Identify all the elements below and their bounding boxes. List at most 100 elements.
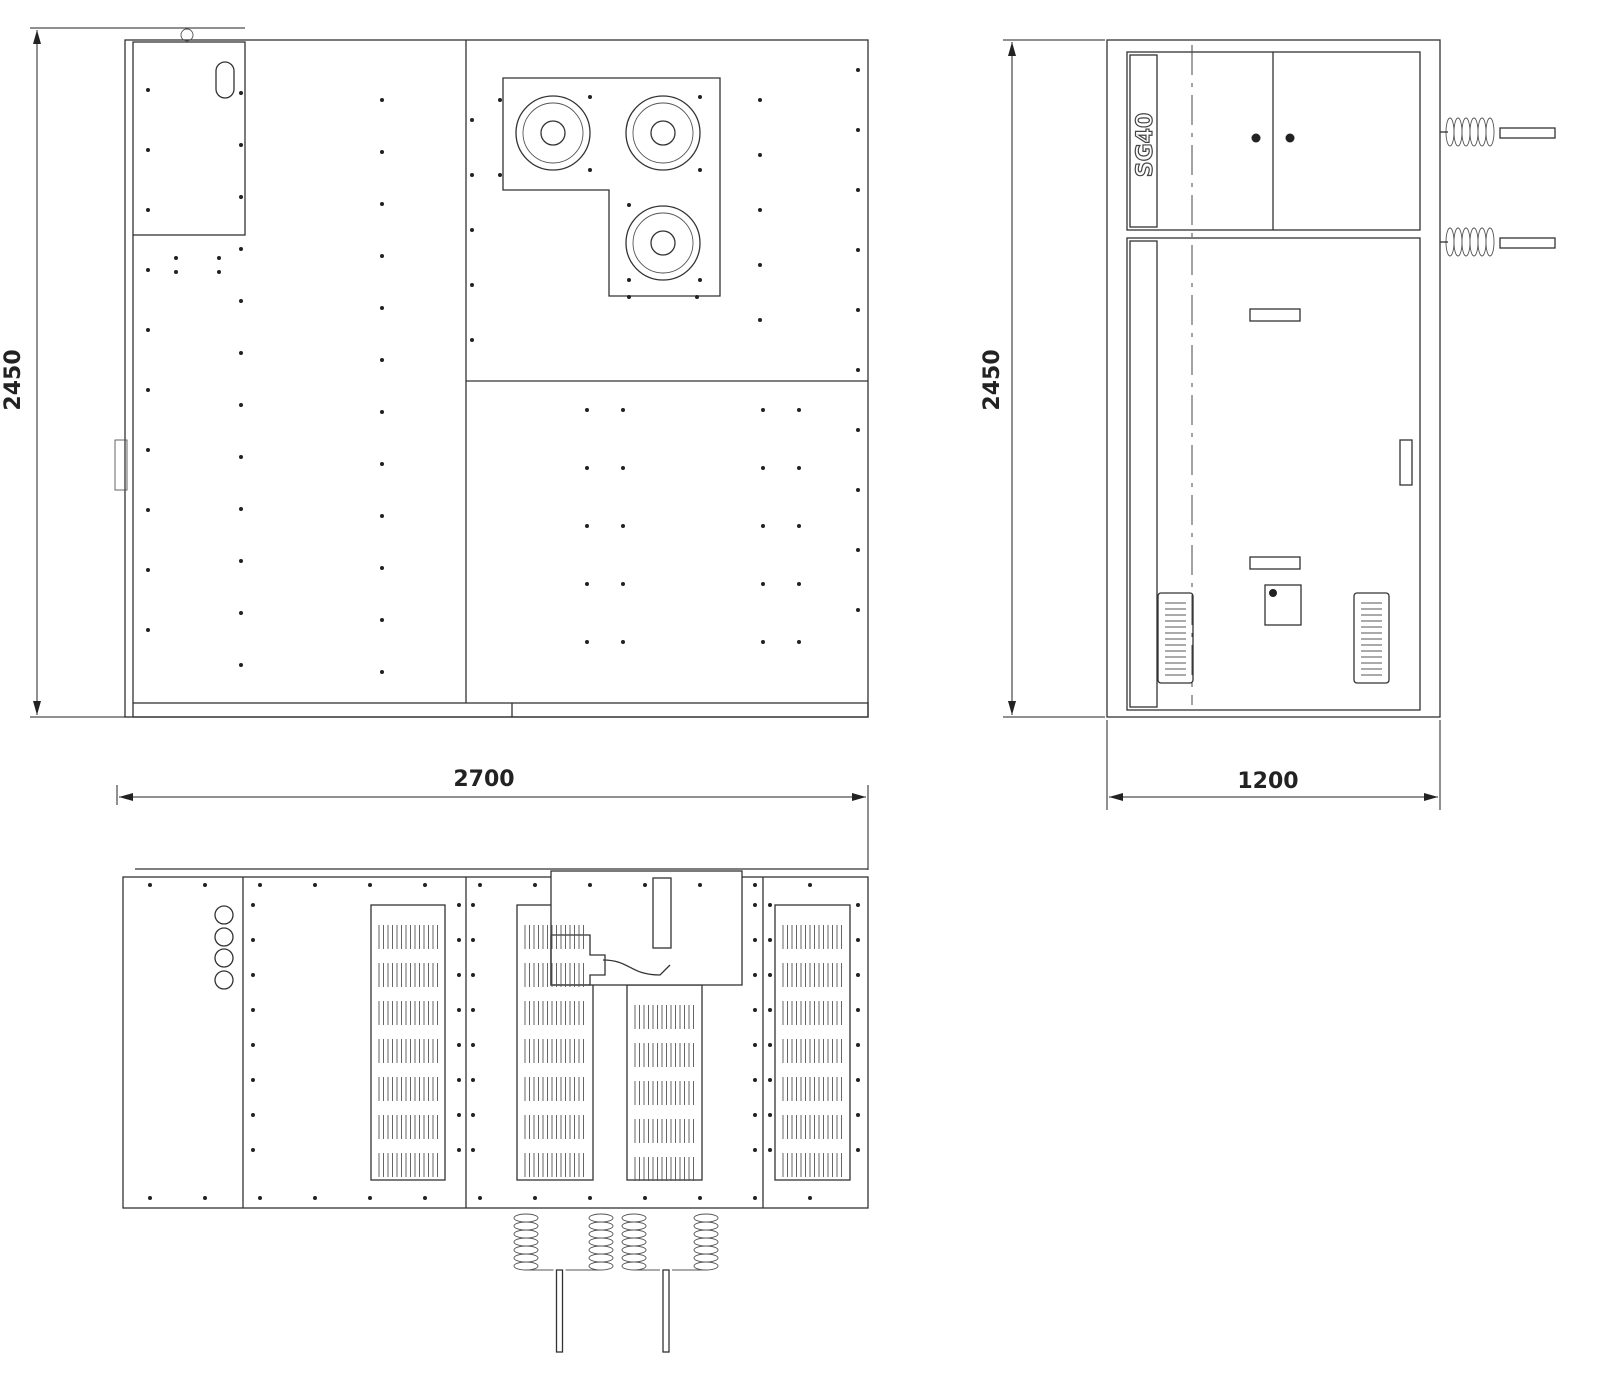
bolt xyxy=(856,68,860,72)
bolt xyxy=(627,295,631,299)
terminal-rod xyxy=(662,1269,670,1353)
bolt xyxy=(768,938,772,942)
top-enclosure-outline xyxy=(122,876,869,1209)
bolt xyxy=(856,128,860,132)
bolt xyxy=(251,1113,255,1117)
vent-grille xyxy=(1157,592,1194,684)
bolt xyxy=(758,153,762,157)
mechanism-part xyxy=(550,934,606,986)
bolt xyxy=(856,368,860,372)
bolt xyxy=(627,278,631,282)
bolt xyxy=(698,95,702,99)
cable-entry-holes xyxy=(214,905,234,990)
operating-panel xyxy=(1264,584,1302,626)
bolt xyxy=(585,524,589,528)
bolt xyxy=(251,1148,255,1152)
bolt xyxy=(457,1008,461,1012)
door-lock xyxy=(1285,133,1295,143)
height-dimension-front: 2450 xyxy=(1,27,245,718)
bushing-shed xyxy=(588,1253,614,1263)
bolt-pattern xyxy=(146,68,860,674)
terminal-rod xyxy=(555,1269,564,1353)
bolt xyxy=(239,195,243,199)
bolt xyxy=(753,1008,757,1012)
bolt xyxy=(643,1196,647,1200)
bushing-outer xyxy=(515,95,591,171)
width-dimension-side: 1200 xyxy=(1106,720,1441,810)
nameplate xyxy=(1249,556,1301,570)
bushing-shed xyxy=(1453,117,1463,147)
bolt xyxy=(768,1043,772,1047)
bolt xyxy=(797,524,801,528)
bolt xyxy=(239,143,243,147)
bolt xyxy=(621,524,625,528)
indicator xyxy=(1269,589,1277,597)
bolt xyxy=(239,663,243,667)
bolt xyxy=(146,328,150,332)
vent-panel xyxy=(370,904,446,1181)
mechanism-box xyxy=(550,870,743,986)
bolt xyxy=(753,1148,757,1152)
busbar xyxy=(602,959,671,976)
bolt xyxy=(146,628,150,632)
bolt-pattern xyxy=(148,883,860,1200)
bolt xyxy=(380,254,384,258)
height-label: 2450 xyxy=(980,349,1005,410)
bolt xyxy=(471,938,475,942)
width-dimension-top: 2700 xyxy=(116,767,869,870)
bolt xyxy=(217,270,221,274)
hinge-strip xyxy=(1129,240,1158,708)
bolt xyxy=(471,1008,475,1012)
bushing-shed xyxy=(621,1245,647,1255)
cable-entry-hole xyxy=(214,970,234,990)
bolt xyxy=(585,466,589,470)
bolt xyxy=(146,148,150,152)
bolt xyxy=(470,228,474,232)
bushing-ring xyxy=(632,102,694,164)
bolt xyxy=(457,973,461,977)
height-label: 2450 xyxy=(1,349,26,410)
bushing-shed xyxy=(693,1213,719,1223)
door-lock xyxy=(1251,133,1261,143)
bushing-shed xyxy=(1469,117,1479,147)
bolt xyxy=(174,256,178,260)
bolt xyxy=(856,428,860,432)
door-handle xyxy=(114,439,128,491)
width-label: 2700 xyxy=(453,767,514,792)
bolt xyxy=(146,208,150,212)
bolt xyxy=(698,1196,702,1200)
viewing-window xyxy=(215,61,235,99)
bolt xyxy=(758,208,762,212)
bolt xyxy=(698,168,702,172)
bolt xyxy=(758,98,762,102)
bolt xyxy=(380,462,384,466)
bolt xyxy=(457,1113,461,1117)
bolt xyxy=(380,150,384,154)
bushing-shed xyxy=(621,1213,647,1223)
bolt xyxy=(621,408,625,412)
bolt xyxy=(380,566,384,570)
bolt xyxy=(174,270,178,274)
bolt xyxy=(203,883,207,887)
bolt xyxy=(797,408,801,412)
bolt xyxy=(457,1043,461,1047)
bolt xyxy=(856,488,860,492)
bushing-shed xyxy=(588,1261,614,1271)
bolt xyxy=(217,256,221,260)
bushing-terminal xyxy=(1499,237,1556,249)
base-frame xyxy=(132,702,869,718)
bolt xyxy=(768,973,772,977)
bolt xyxy=(761,466,765,470)
bushing-shed xyxy=(513,1221,539,1231)
bolt xyxy=(698,883,702,887)
bolt xyxy=(856,308,860,312)
bolt xyxy=(621,640,625,644)
bolt xyxy=(758,263,762,267)
bolt xyxy=(457,1148,461,1152)
bolt xyxy=(239,507,243,511)
bolt xyxy=(695,295,699,299)
bolt xyxy=(621,466,625,470)
bolt xyxy=(588,168,592,172)
bolt xyxy=(380,670,384,674)
bolt xyxy=(768,1008,772,1012)
